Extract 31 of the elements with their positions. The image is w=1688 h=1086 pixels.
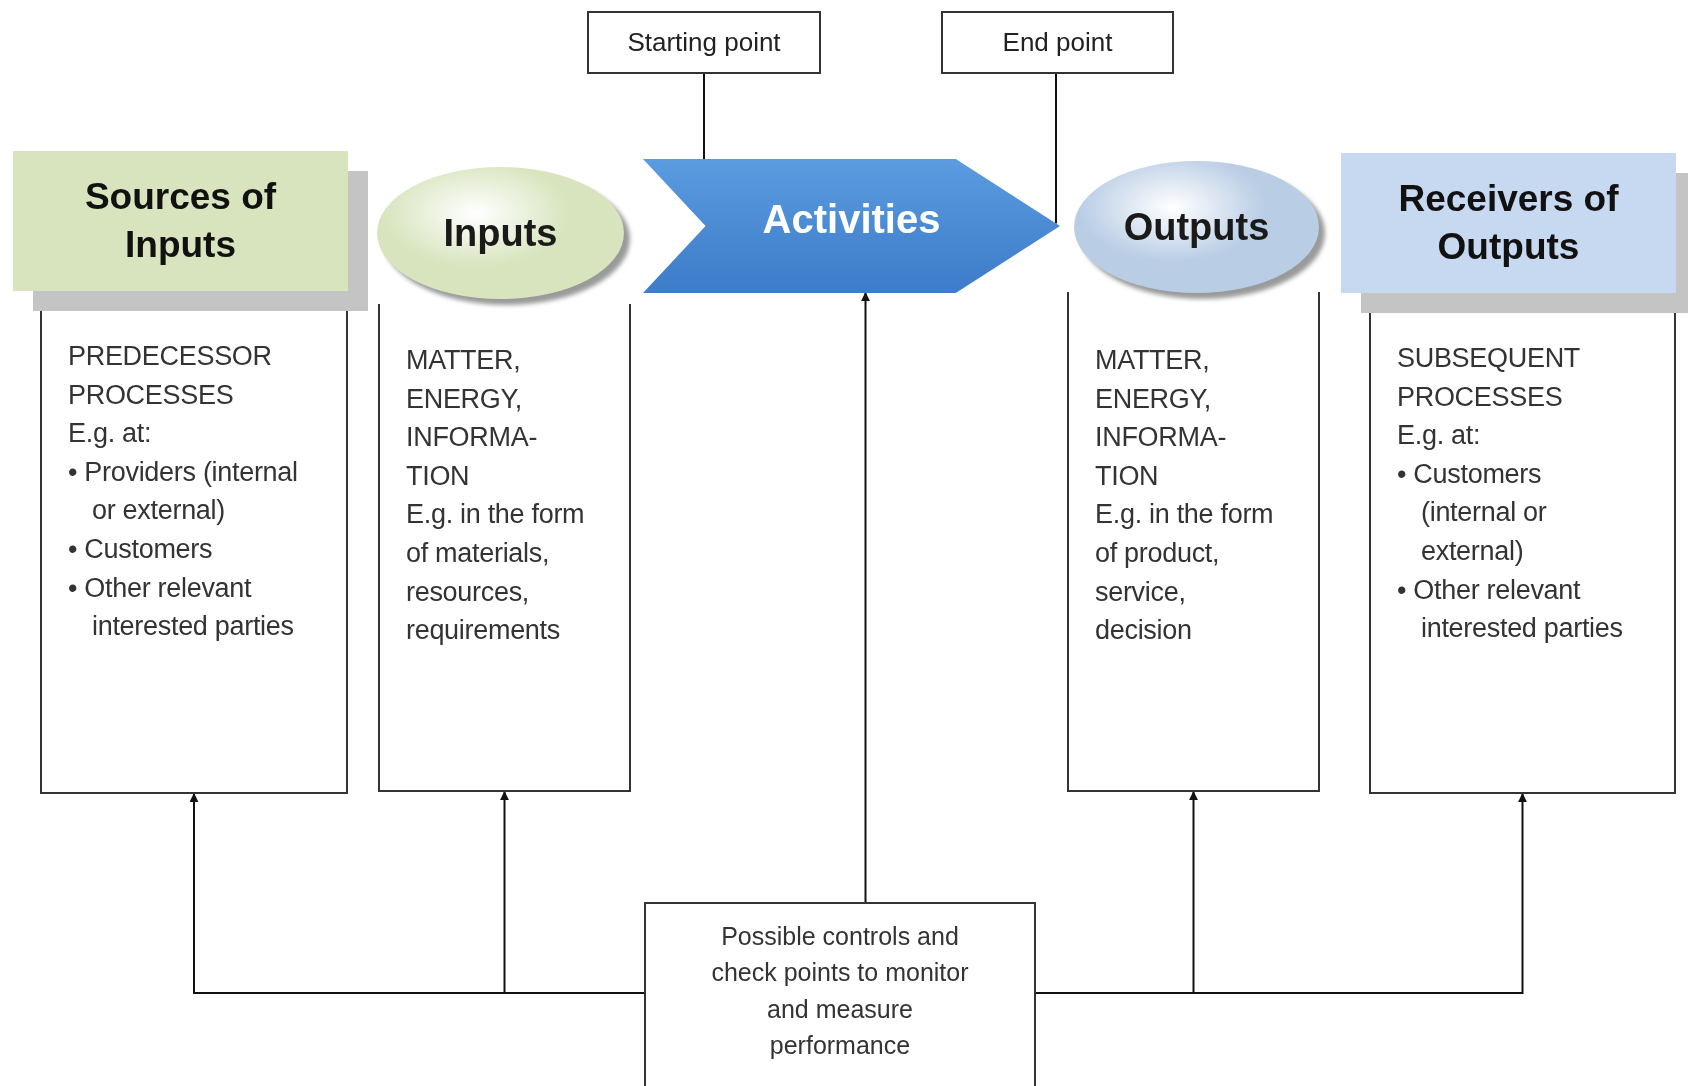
- header-title: Sources of Inputs: [83, 174, 278, 267]
- content-box: [1067, 292, 1320, 792]
- note-text: End point: [1002, 27, 1113, 58]
- note-text: Starting point: [627, 27, 781, 58]
- text-box: [587, 11, 821, 74]
- connector-line: [703, 73, 705, 160]
- bullet-item: • Customers (internal or external): [1397, 457, 1548, 569]
- bullet-item: • Providers (internal or external): [68, 455, 299, 528]
- content-box: [378, 304, 631, 792]
- body-text: MATTER, ENERGY, INFORMA-TION: [1095, 344, 1228, 493]
- body-text: E.g. in the form of product, service, decision: [1095, 498, 1275, 648]
- bullet-item: • Customers: [68, 533, 214, 567]
- text-box: [941, 11, 1174, 74]
- bullet-item: • Other relevant interested parties: [68, 571, 295, 644]
- note-text: Possible controls and check points to monitor and measure performance: [710, 921, 970, 1061]
- body-text: E.g. at:: [1397, 419, 1482, 453]
- body-text: SUBSEQUENT PROCESSES: [1397, 342, 1581, 414]
- chevron-arrow-shape: [643, 159, 1060, 293]
- arrow: [861, 292, 870, 903]
- body-text: MATTER, ENERGY, INFORMA-TION: [406, 344, 539, 493]
- text-box: [644, 902, 1036, 1086]
- title-text: Activities: [762, 196, 941, 242]
- body-text: PREDECESSOR PROCESSES: [68, 340, 273, 412]
- arrow: [500, 791, 645, 994]
- header-title: Receivers of Outputs: [1397, 176, 1620, 269]
- connector-line: [1055, 73, 1057, 225]
- body-text: E.g. at:: [68, 417, 153, 451]
- body-text: E.g. in the form of materials, resources, requirements: [406, 498, 586, 648]
- bullet-item: • Other relevant interested parties: [1397, 573, 1624, 646]
- title-text: Inputs: [443, 211, 558, 255]
- title-text: Outputs: [1123, 205, 1270, 249]
